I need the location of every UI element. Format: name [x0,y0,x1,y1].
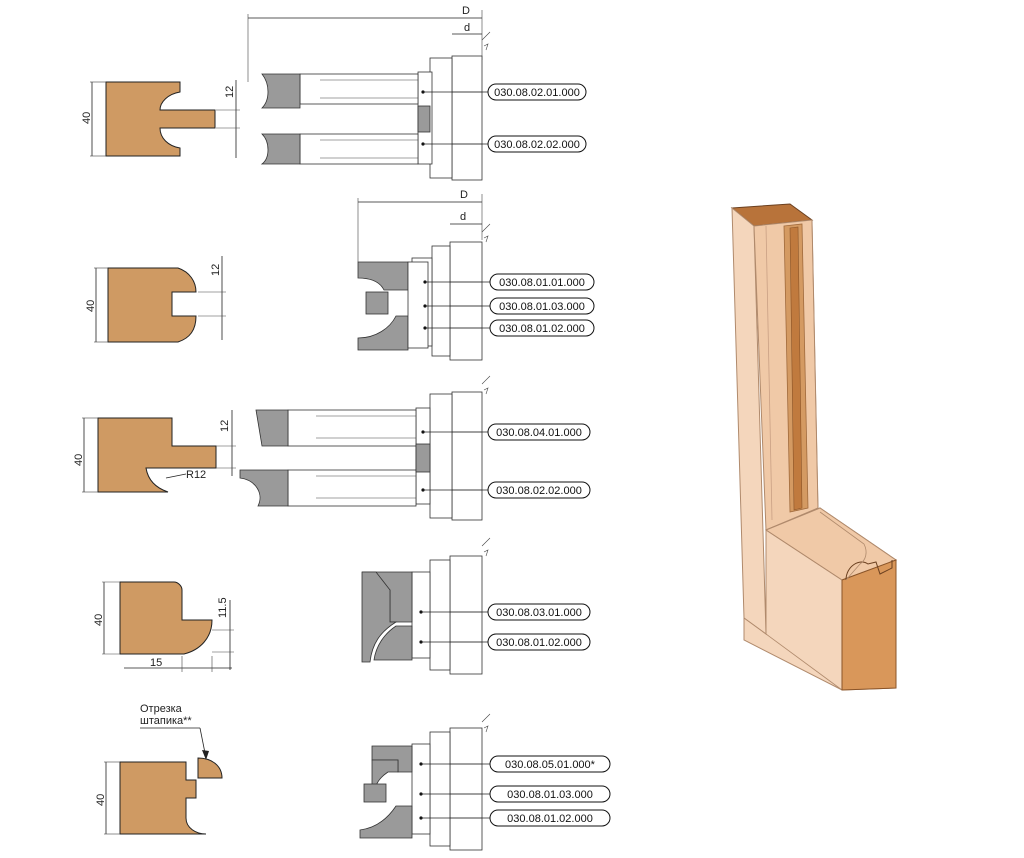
dim-D-2: D [460,189,468,201]
cutter-assembly-4 [361,555,483,675]
part-label-5-3: 030.08.01.02.000 [507,813,593,825]
dim-slot-4: 11.5 [217,597,229,618]
profile-5 [119,761,207,835]
frame-corner-illustration [730,203,898,691]
part-label-3-1: 030.08.04.01.000 [496,427,582,439]
profile-2 [107,267,197,343]
part-label-2-1: 030.08.01.01.000 [499,277,585,289]
profile-4 [119,581,213,655]
part-label-4-2: 030.08.01.02.000 [496,637,582,649]
part-label-4-1: 030.08.03.01.000 [496,607,582,619]
profile-1 [105,81,216,157]
part-label-1-1: 030.08.02.01.000 [494,87,580,99]
part-label-5-1: 030.08.05.01.000* [505,759,596,771]
row-3: 40 12 R12 030.08.04.01.000 [73,375,591,521]
part-label-3-2: 030.08.02.02.000 [496,485,582,497]
cutter-assembly-2 [357,241,483,361]
dim-d-2: d [460,211,466,223]
dim-slot-3: 12 [219,420,231,432]
dim-d-1: d [464,22,470,34]
profile-3 [97,417,217,493]
row-1: 40 12 D d [81,5,587,181]
dim-radius-3: R12 [186,469,206,481]
cutter-assembly-5 [359,727,483,851]
dim-slot-1: 12 [224,86,236,98]
dim-height-2: 40 [85,300,97,312]
dim-width-4: 15 [150,657,162,669]
part-label-2-3: 030.08.01.02.000 [499,323,585,335]
row-5: 40 Отрезка штапика** 030.08.05.01.000* 0… [95,703,611,851]
dim-height-1: 40 [81,112,93,124]
part-label-5-2: 030.08.01.03.000 [507,789,593,801]
part-label-1-2: 030.08.02.02.000 [494,139,580,151]
cutter-assembly-1 [260,55,483,181]
part-label-2-2: 030.08.01.03.000 [499,301,585,313]
dim-height-4: 40 [93,614,105,626]
note-line-2: штапика** [140,715,192,727]
cutter-assembly-3 [239,391,483,521]
row-2: 40 12 D d 030.08.01.01.000 030 [85,189,595,361]
row-4: 40 11.5 15 030.08.03.01.000 030.08.01.02… [93,537,591,675]
dim-slot-2: 12 [210,264,222,276]
dim-D-1: D [462,5,470,17]
bead-offcut-5 [197,757,223,779]
dim-height-3: 40 [73,454,85,466]
note-line-1: Отрезка [140,703,183,715]
dim-height-5: 40 [95,794,107,806]
